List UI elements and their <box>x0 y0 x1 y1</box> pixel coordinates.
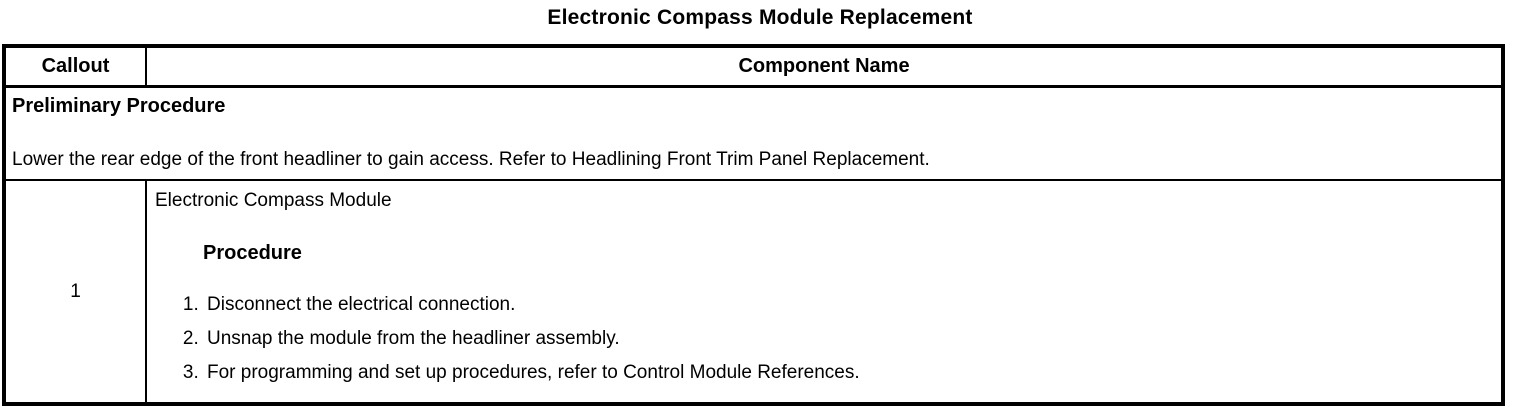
preliminary-procedure-instruction: Lower the rear edge of the front headlin… <box>12 148 930 170</box>
procedure-step: For programming and set up procedures, r… <box>204 356 1491 390</box>
component-cell: Electronic Compass Module Procedure Disc… <box>145 179 1504 405</box>
procedure-step: Disconnect the electrical connection. <box>204 288 1491 322</box>
preliminary-procedure-cell: Preliminary Procedure Lower the rear edg… <box>3 84 1504 182</box>
component-table: Callout Component Name Preliminary Proce… <box>2 44 1505 406</box>
callout-number: 1 <box>3 179 147 405</box>
table-header-row: Callout Component Name <box>3 45 1504 88</box>
callout-column-header: Callout <box>3 45 147 88</box>
component-name: Electronic Compass Module <box>155 190 392 212</box>
procedure-step-list: Disconnect the electrical connection. Un… <box>155 288 1491 390</box>
component-name-column-header: Component Name <box>145 45 1504 88</box>
preliminary-procedure-row: Preliminary Procedure Lower the rear edg… <box>3 84 1504 182</box>
procedure-step: Unsnap the module from the headliner ass… <box>204 322 1491 356</box>
page-title: Electronic Compass Module Replacement <box>547 6 973 29</box>
procedure-heading: Procedure <box>203 242 302 264</box>
preliminary-procedure-heading: Preliminary Procedure <box>12 94 226 117</box>
table-row: 1 Electronic Compass Module Procedure Di… <box>3 179 1504 405</box>
